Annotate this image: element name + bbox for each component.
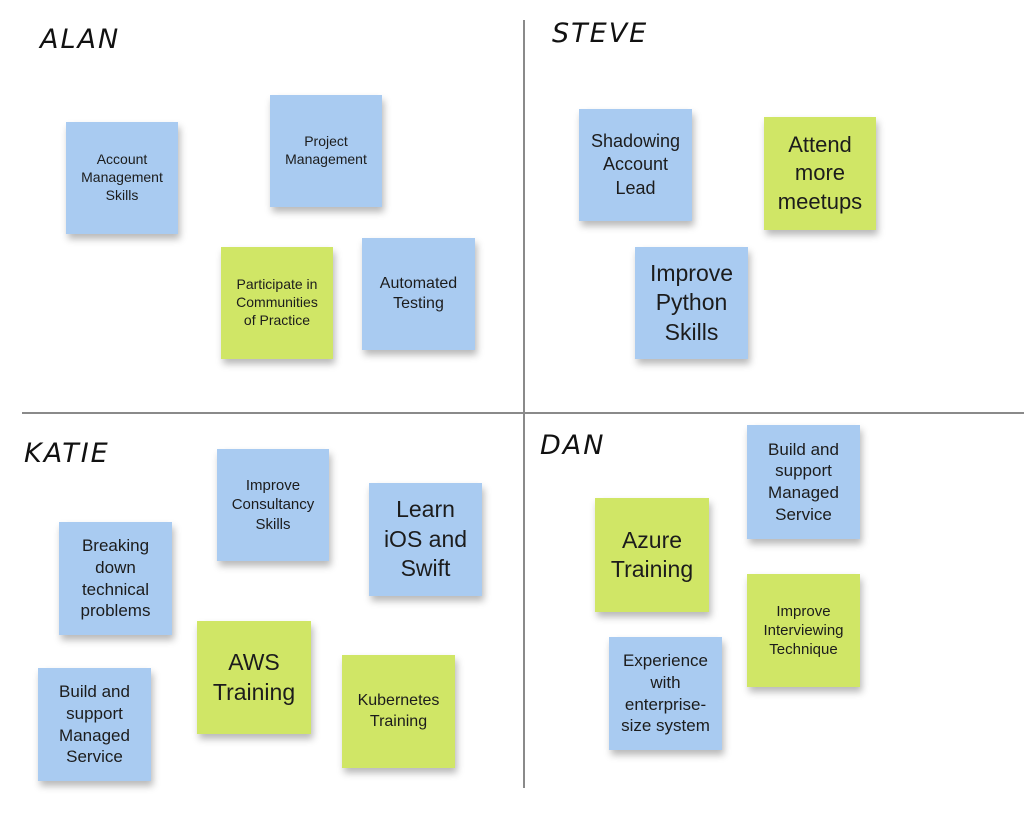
note-text: Account Management Skills bbox=[81, 151, 163, 203]
sticky-note[interactable]: Azure Training bbox=[595, 498, 709, 612]
quadrant-name-dan: DAN bbox=[540, 430, 606, 461]
sticky-note[interactable]: Build and support Managed Service bbox=[747, 425, 860, 539]
sticky-note[interactable]: Account Management Skills bbox=[66, 122, 178, 234]
sticky-note[interactable]: Shadowing Account Lead bbox=[579, 109, 692, 221]
sticky-note[interactable]: Participate in Communities of Practice bbox=[221, 247, 333, 359]
note-text: Build and support Managed Service bbox=[59, 682, 130, 767]
quadrant-name-alan: ALAN bbox=[40, 24, 121, 55]
note-text: Improve Python Skills bbox=[649, 259, 734, 345]
note-text: Experience with enterprise- size system bbox=[621, 651, 710, 736]
note-text: Build and support Managed Service bbox=[768, 439, 839, 524]
sticky-note[interactable]: Experience with enterprise- size system bbox=[609, 637, 722, 750]
note-text: Breaking down technical problems bbox=[80, 536, 151, 621]
horizontal-divider bbox=[22, 412, 1024, 414]
sticky-note[interactable]: Attend more meetups bbox=[764, 117, 876, 230]
sticky-note[interactable]: Improve Consultancy Skills bbox=[217, 449, 329, 561]
note-text: Learn iOS and Swift bbox=[383, 496, 468, 582]
sticky-note[interactable]: Automated Testing bbox=[362, 238, 475, 350]
quadrant-name-katie: KATIE bbox=[24, 438, 110, 469]
quadrant-name-steve: STEVE bbox=[552, 18, 649, 49]
sticky-note[interactable]: Learn iOS and Swift bbox=[369, 483, 482, 596]
sticky-note[interactable]: Build and support Managed Service bbox=[38, 668, 151, 781]
note-text: Azure Training bbox=[610, 526, 694, 582]
note-text: Improve Consultancy Skills bbox=[231, 477, 315, 533]
sticky-note[interactable]: Breaking down technical problems bbox=[59, 522, 172, 635]
vertical-divider bbox=[523, 20, 525, 788]
note-text: Improve Interviewing Technique bbox=[763, 602, 844, 659]
note-text: AWS Training bbox=[212, 649, 296, 705]
note-text: Participate in Communities of Practice bbox=[236, 276, 318, 328]
note-text: Shadowing Account Lead bbox=[590, 131, 681, 198]
sticky-note[interactable]: Kubernetes Training bbox=[342, 655, 455, 768]
note-text: Kubernetes Training bbox=[357, 692, 440, 730]
note-text: Automated Testing bbox=[379, 274, 458, 312]
sticky-note[interactable]: Project Management bbox=[270, 95, 382, 207]
note-text: Attend more meetups bbox=[777, 132, 863, 214]
sticky-note[interactable]: AWS Training bbox=[197, 621, 311, 734]
sticky-note[interactable]: Improve Python Skills bbox=[635, 247, 748, 359]
note-text: Project Management bbox=[285, 133, 367, 167]
sticky-note[interactable]: Improve Interviewing Technique bbox=[747, 574, 860, 687]
